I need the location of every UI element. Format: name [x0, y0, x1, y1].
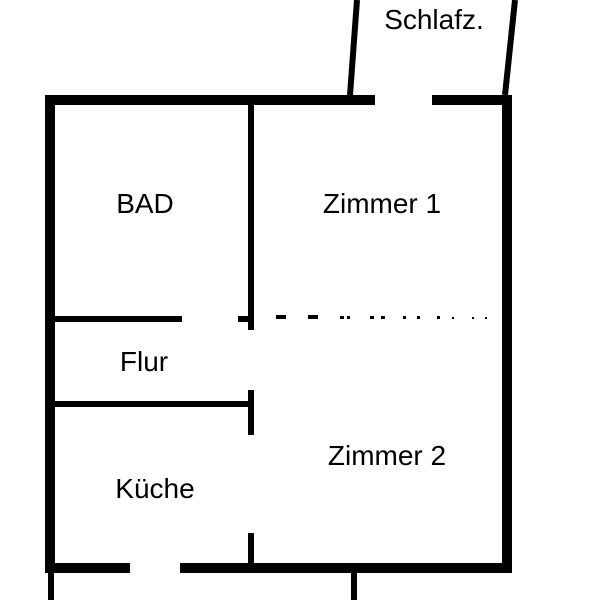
dash-11: [472, 317, 474, 319]
bottom-wall-right: [180, 563, 512, 573]
dash-5: [370, 316, 374, 319]
lower-walls: [48, 573, 357, 600]
dash-1: [276, 315, 286, 319]
dash-8: [417, 316, 420, 319]
left-wall: [45, 95, 55, 573]
dash-10: [452, 317, 454, 319]
top-wall-right: [432, 95, 510, 105]
label-zimmer2: Zimmer 2: [328, 440, 446, 471]
dash-4: [347, 316, 350, 319]
dash-12: [485, 317, 487, 319]
top-wall-left: [45, 95, 375, 105]
interior-walls: [55, 105, 254, 563]
room-divider-dashed: [276, 315, 487, 319]
dash-6: [381, 316, 385, 319]
dash-7: [403, 316, 406, 319]
lower-wall-left: [48, 573, 54, 600]
wall-bad-flur: [55, 316, 182, 322]
dash-2: [308, 315, 318, 319]
outer-walls: [45, 95, 512, 573]
label-kueche: Küche: [115, 473, 194, 504]
bedroom-walls: [347, 0, 518, 96]
wall-flur-kueche: [55, 401, 254, 407]
wall-bad-zimmer1: [248, 105, 254, 330]
label-flur: Flur: [120, 346, 168, 377]
label-bad: BAD: [116, 188, 174, 219]
wall-kueche-stub-upper: [248, 390, 254, 435]
bottom-wall-left: [45, 563, 130, 573]
lower-wall-middle: [351, 573, 357, 600]
wall-bad-flur-stub: [238, 316, 254, 322]
right-wall: [502, 95, 512, 573]
dash-3: [340, 316, 344, 319]
wall-kueche-stub-lower: [248, 533, 254, 563]
dash-9: [437, 316, 440, 319]
label-zimmer1: Zimmer 1: [323, 188, 441, 219]
bedroom-wall-right: [502, 0, 518, 96]
bedroom-wall-left: [347, 0, 360, 96]
label-schlafzimmer: Schlafz.: [384, 4, 484, 35]
room-labels: Schlafz. BAD Zimmer 1 Flur Zimmer 2 Küch…: [115, 4, 484, 504]
